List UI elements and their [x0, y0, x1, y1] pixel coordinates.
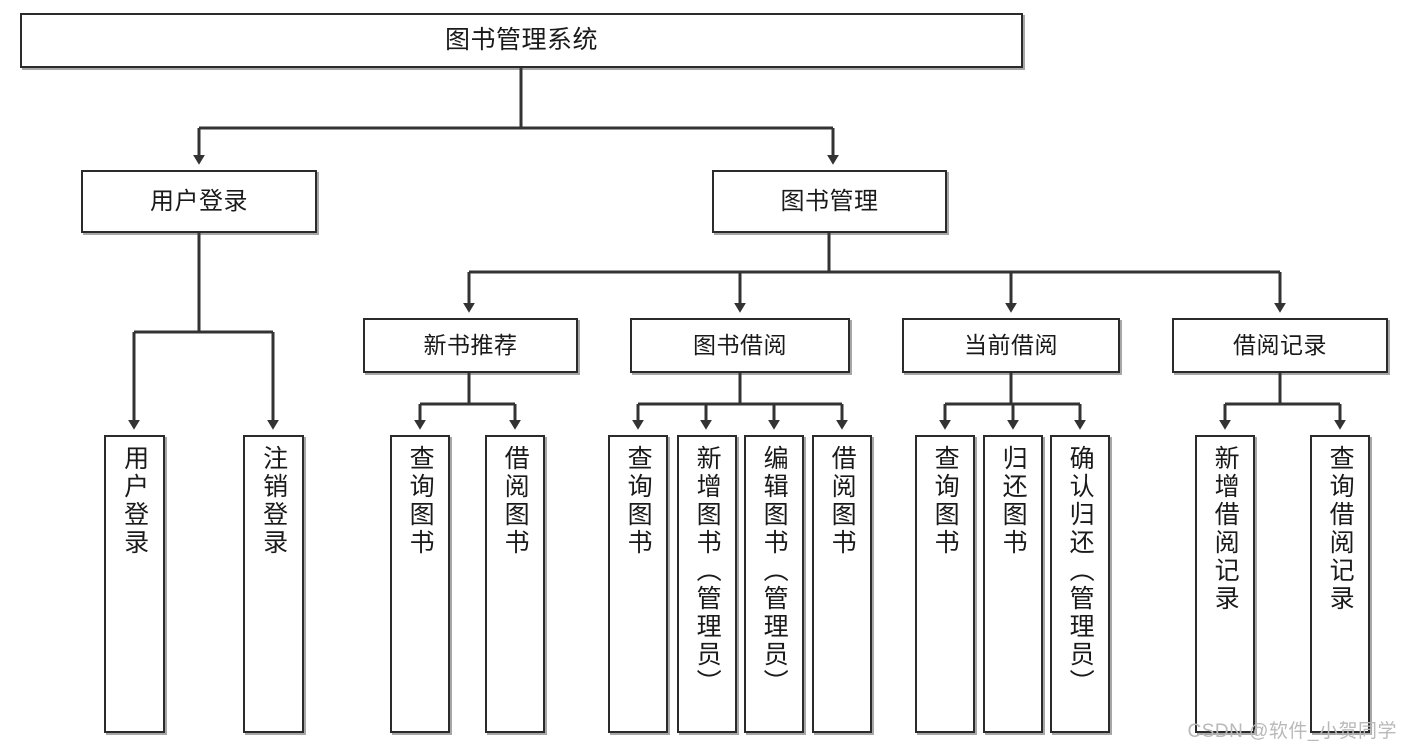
node-current-borrow[interactable]: 当前借阅: [902, 318, 1120, 373]
node-book-manage-label: 图书管理: [780, 187, 879, 215]
node-book-borrow[interactable]: 图书借阅: [630, 318, 850, 373]
node-leaf-query-book-3-label: 查询图书: [931, 445, 960, 557]
node-borrow-record[interactable]: 借阅记录: [1172, 318, 1388, 373]
node-user-login-label: 用户登录: [150, 187, 248, 215]
node-leaf-return-book[interactable]: 归还图书: [983, 435, 1043, 733]
watermark-text: CSDN @软件_小贺同学: [1187, 721, 1397, 742]
node-leaf-return-book-label: 归还图书: [999, 445, 1028, 557]
node-leaf-logout-label: 注销登录: [259, 445, 288, 557]
node-leaf-add-book-label: 新增图书（管理员）: [693, 445, 722, 697]
node-leaf-query-book-2[interactable]: 查询图书: [608, 435, 668, 733]
node-borrow-record-label: 借阅记录: [1233, 332, 1327, 359]
node-leaf-query-record-label: 查询借阅记录: [1326, 445, 1355, 613]
node-current-borrow-label: 当前借阅: [964, 332, 1058, 359]
node-leaf-query-record[interactable]: 查询借阅记录: [1310, 435, 1370, 733]
node-leaf-query-book-3[interactable]: 查询图书: [915, 435, 975, 733]
node-leaf-confirm-return-label: 确认归还（管理员）: [1066, 445, 1095, 697]
node-leaf-user-login-label: 用户登录: [120, 445, 149, 557]
node-leaf-borrow-book-1[interactable]: 借阅图书: [485, 435, 545, 733]
node-leaf-add-book[interactable]: 新增图书（管理员）: [677, 435, 737, 733]
node-new-book-rec-label: 新书推荐: [423, 332, 518, 359]
node-book-manage[interactable]: 图书管理: [712, 170, 947, 233]
node-leaf-add-record[interactable]: 新增借阅记录: [1195, 435, 1255, 733]
node-leaf-edit-book-label: 编辑图书（管理员）: [760, 445, 789, 697]
node-leaf-query-book-1-label: 查询图书: [406, 445, 435, 557]
node-leaf-edit-book[interactable]: 编辑图书（管理员）: [744, 435, 804, 733]
node-leaf-user-login[interactable]: 用户登录: [104, 435, 165, 733]
node-leaf-confirm-return[interactable]: 确认归还（管理员）: [1050, 435, 1110, 733]
node-user-login[interactable]: 用户登录: [81, 170, 317, 233]
node-book-borrow-label: 图书借阅: [693, 332, 787, 359]
node-leaf-borrow-book-2[interactable]: 借阅图书: [812, 435, 872, 733]
node-leaf-logout[interactable]: 注销登录: [243, 435, 304, 733]
node-leaf-borrow-book-2-label: 借阅图书: [828, 445, 857, 557]
node-new-book-rec[interactable]: 新书推荐: [363, 318, 578, 373]
node-leaf-query-book-2-label: 查询图书: [624, 445, 653, 557]
node-leaf-borrow-book-1-label: 借阅图书: [501, 445, 530, 557]
node-root-label: 图书管理系统: [444, 26, 598, 54]
node-leaf-add-record-label: 新增借阅记录: [1211, 445, 1240, 613]
node-root[interactable]: 图书管理系统: [20, 13, 1023, 68]
node-leaf-query-book-1[interactable]: 查询图书: [390, 435, 450, 733]
